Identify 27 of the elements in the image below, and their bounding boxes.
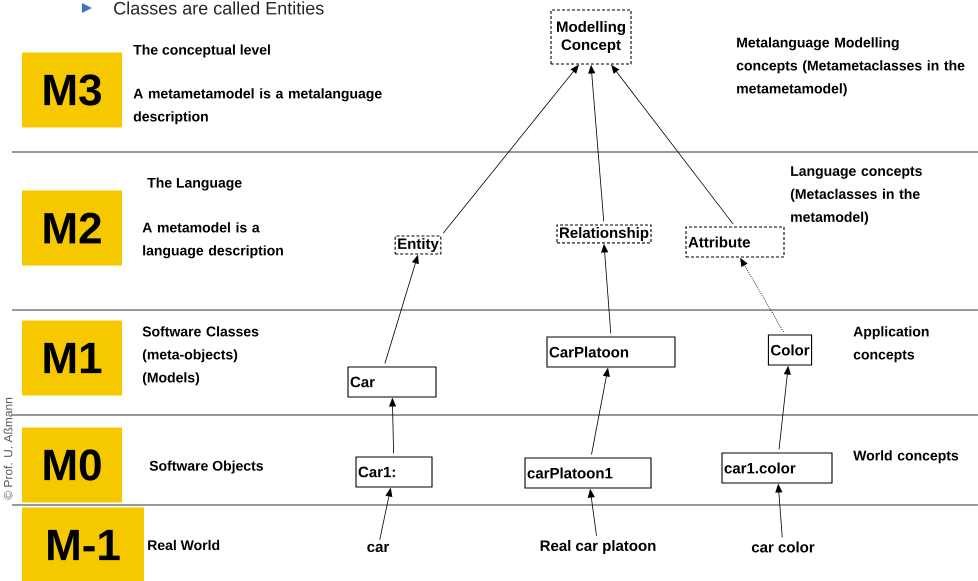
level-description: Metalanguage Modelling concepts (Metametaclasses in the metametamodel) (736, 37, 964, 96)
class-box: Car1: (355, 456, 433, 488)
level-badge: M2 (22, 190, 122, 266)
level-description: A metamodel is a language description (142, 222, 283, 258)
level-badge: M3 (22, 52, 122, 128)
level-description: Software Objects (150, 460, 263, 474)
level-description: Software Classes (meta-objects) (Models) (142, 326, 258, 386)
concept-box: Relationship (556, 224, 652, 244)
concept-box: Attribute (685, 226, 785, 258)
level-badge: M1 (22, 320, 122, 396)
instance-label: car (367, 544, 390, 552)
class-box: car1.color (721, 452, 833, 484)
instance-label: car color (752, 541, 814, 552)
level-badge: M-1 (22, 508, 144, 581)
instance-label: Real car platoon (540, 540, 656, 554)
level-description: Application concepts (854, 326, 929, 362)
copyright-note: © Prof. U. Aßmann (4, 398, 12, 500)
level-badge: M0 (22, 428, 122, 502)
class-box: CarPlatoon (546, 336, 676, 368)
level-description: Language concepts (Metaclasses in the metamodel) (790, 166, 922, 225)
class-box: Color (768, 334, 812, 366)
concept-box: Entity (394, 235, 442, 255)
level-description: The conceptual level (133, 44, 270, 58)
concept-box: Modelling Concept (550, 9, 632, 65)
level-description: World concepts (853, 450, 958, 464)
class-box: Car (347, 366, 437, 398)
class-box: carPlatoon1 (524, 457, 652, 489)
